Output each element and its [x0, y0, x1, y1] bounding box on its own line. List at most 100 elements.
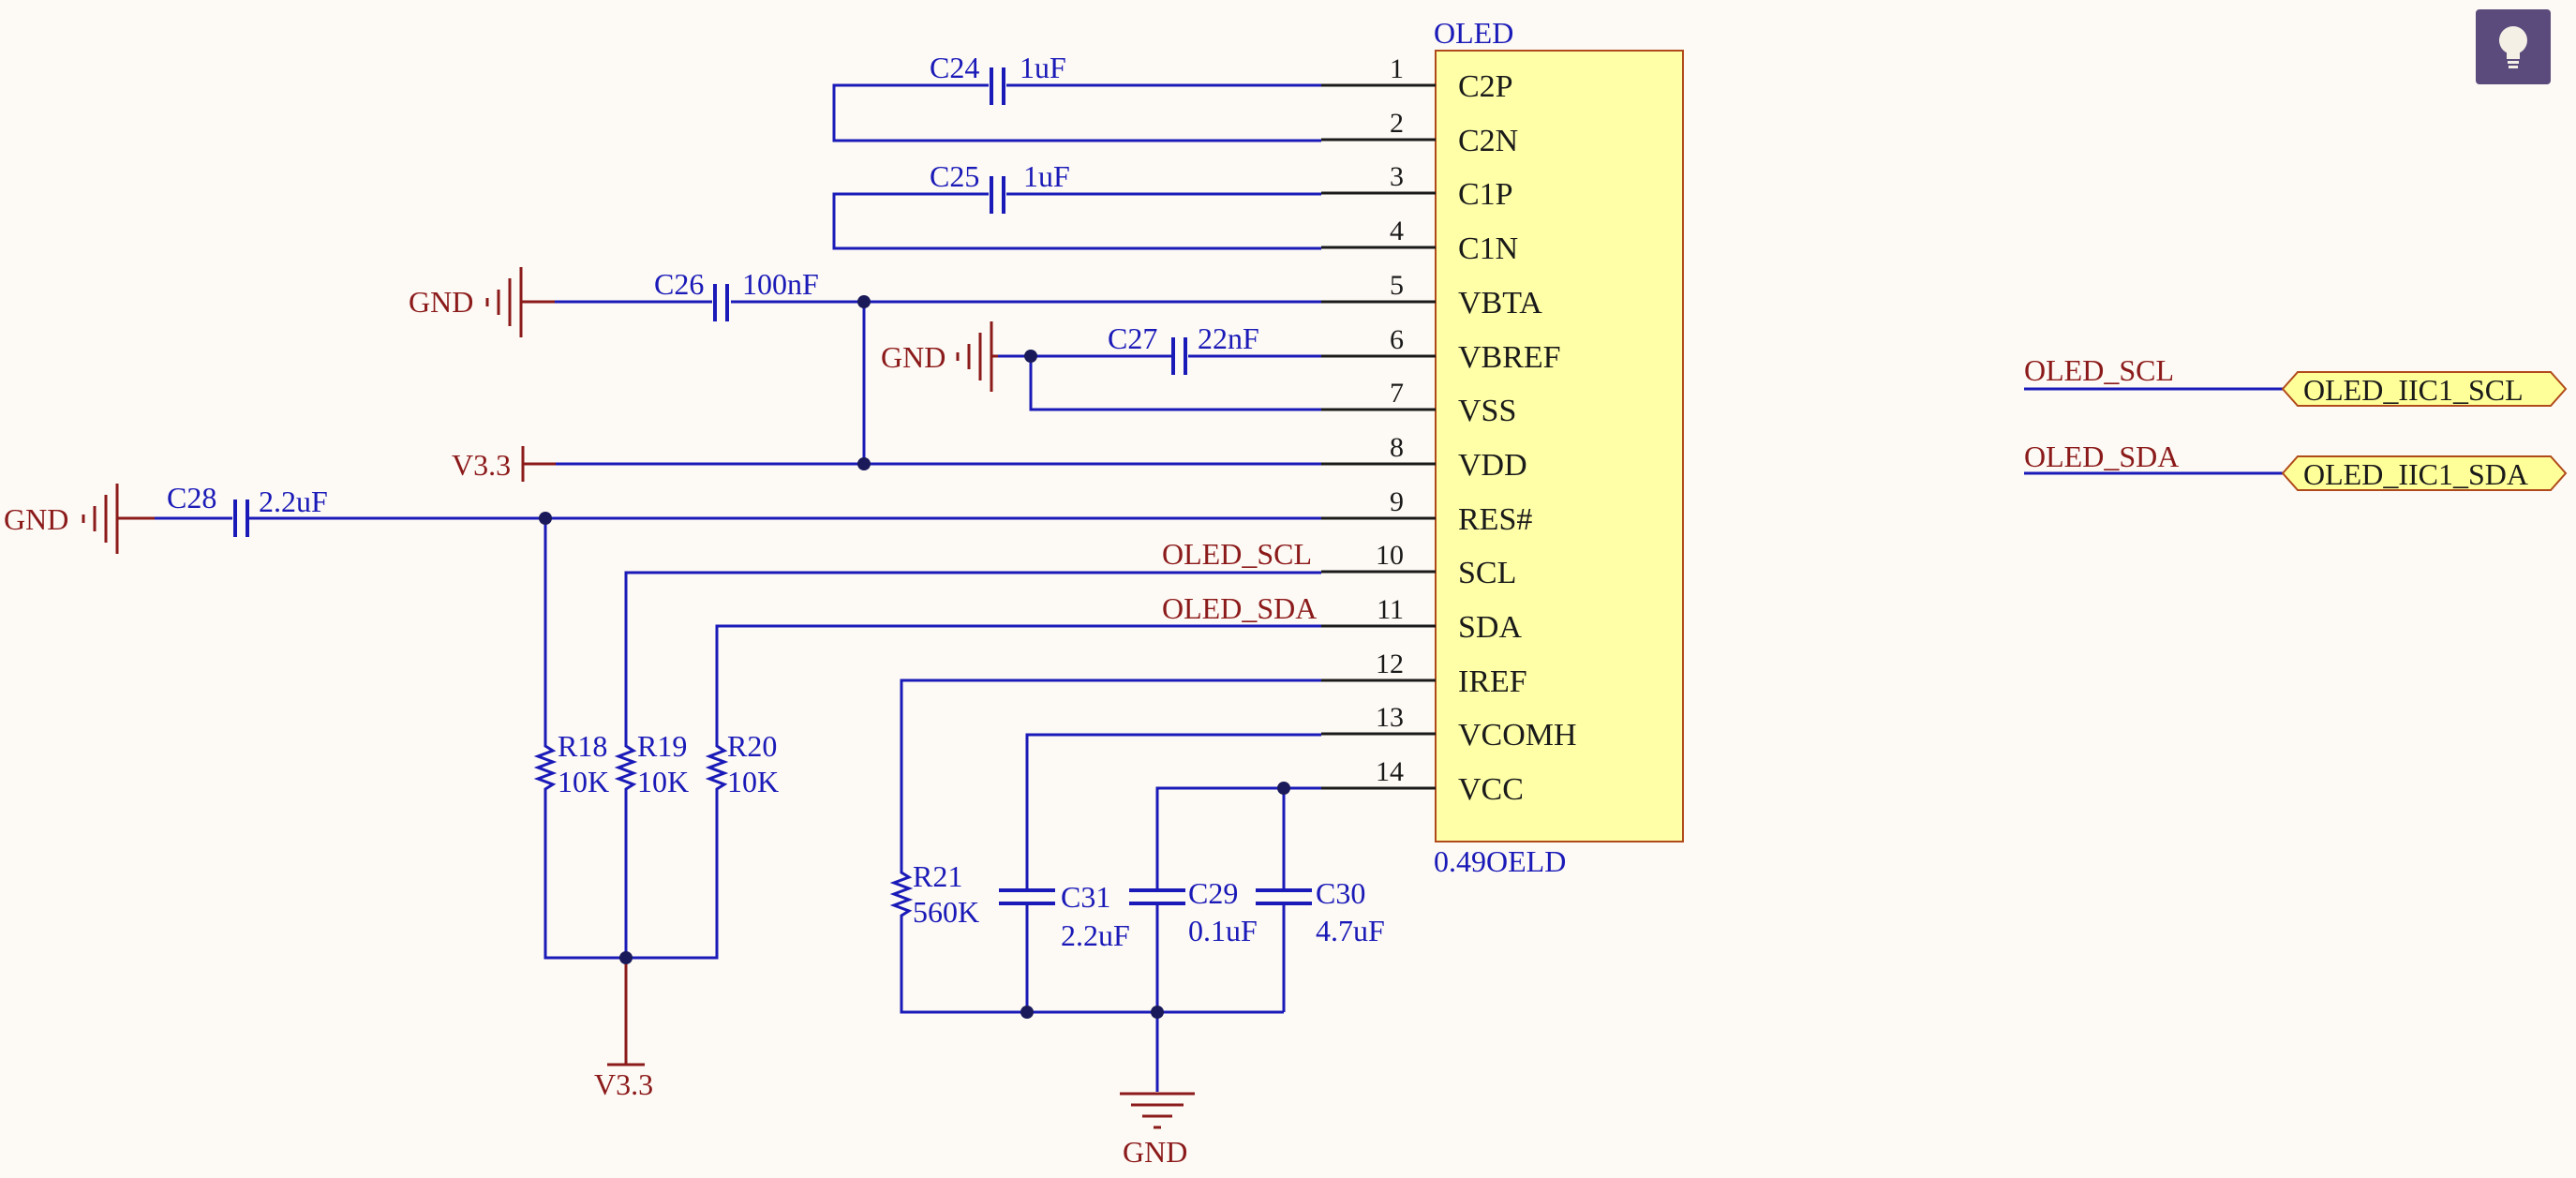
- wire-scl: [624, 571, 1321, 958]
- junction-dot: [857, 457, 871, 470]
- c26-value: 100nF: [742, 267, 819, 301]
- wire-vcomh: [1025, 733, 1321, 1012]
- net-labels: OLED_SCL OLED_SDA OLED_SCL OLED_SDA: [1162, 353, 2179, 625]
- c30-ref: C30: [1316, 876, 1365, 910]
- port-oled-iic1-sda[interactable]: OLED_IIC1_SDA: [2281, 455, 2568, 491]
- oled-pin-name: VSS: [1458, 394, 1516, 428]
- capacitor-c29[interactable]: [1129, 888, 1185, 905]
- oled-title: OLED: [1434, 16, 1513, 50]
- oled-pin-number: 10: [1376, 540, 1404, 571]
- oled-pin-name: SCL: [1458, 556, 1516, 590]
- c28-ref: C28: [167, 481, 216, 514]
- net-label-oled-sda: OLED_SDA: [1162, 591, 1317, 625]
- junction-dot: [539, 512, 552, 525]
- oled-pin-name: SDA: [1458, 610, 1522, 645]
- oled-pin-name: VCOMH: [1458, 718, 1577, 753]
- gnd-label-c28: GND: [4, 502, 68, 536]
- v33-label-bottom: V3.3: [594, 1067, 653, 1101]
- resistors: [533, 740, 914, 920]
- v33-symbol-vdd: [521, 446, 556, 482]
- wire-sda: [715, 624, 1321, 740]
- oled-pin-name: VCC: [1458, 772, 1524, 807]
- oled-pin-name: RES#: [1458, 502, 1532, 537]
- hint-button[interactable]: [2476, 9, 2551, 84]
- vertical-capacitors: [999, 888, 1312, 905]
- capacitor-c27[interactable]: [1171, 337, 1187, 375]
- c26-ref: C26: [654, 267, 704, 301]
- junction-dot: [619, 951, 633, 964]
- oled-pin-number: 3: [1390, 161, 1404, 192]
- r20-ref: R20: [727, 729, 777, 763]
- c28-value: 2.2uF: [259, 485, 328, 518]
- r20-value: 10K: [727, 765, 779, 798]
- c25-ref: C25: [930, 159, 979, 193]
- r19-value: 10K: [637, 765, 689, 798]
- resistor-r20[interactable]: [705, 740, 729, 795]
- c31-value: 2.2uF: [1061, 918, 1130, 952]
- oled-component[interactable]: OLED 0.49OELD 1C2P2C2N3C1P4C1N5VBTA6VBRE…: [1321, 16, 1684, 878]
- horizontal-capacitors: [233, 67, 1187, 537]
- capacitor-c31[interactable]: [999, 888, 1055, 905]
- capacitor-c24[interactable]: [990, 67, 1005, 105]
- capacitor-c28[interactable]: [233, 500, 249, 537]
- c27-value: 22nF: [1198, 321, 1259, 355]
- oled-pin-name: C1P: [1458, 177, 1513, 212]
- oled-part-number: 0.49OELD: [1434, 844, 1566, 878]
- port-oled-iic1-scl[interactable]: OLED_IIC1_SCL: [2281, 371, 2568, 407]
- oled-pin-number: 1: [1390, 53, 1404, 84]
- gnd-label-bottom: GND: [1123, 1135, 1187, 1169]
- oled-pin-number: 5: [1390, 270, 1404, 301]
- r21-value: 560K: [913, 895, 979, 929]
- oled-pin-number: 6: [1390, 324, 1404, 355]
- r18-value: 10K: [558, 765, 609, 798]
- gnd-symbol-c26: [485, 267, 555, 337]
- net-label-oled-scl-right: OLED_SCL: [2024, 353, 2174, 387]
- c24-value: 1uF: [1020, 51, 1066, 84]
- junction-dot: [857, 295, 871, 308]
- oled-pins: 1C2P2C2N3C1P4C1N5VBTA6VBREF7VSS8VDD9RES#…: [1321, 53, 1577, 807]
- junction-dot: [1024, 350, 1037, 363]
- oled-pin-number: 7: [1390, 378, 1404, 409]
- capacitor-labels: C24 1uF C25 1uF C26 100nF C27 22nF C28 2…: [167, 51, 1385, 952]
- gnd-symbol-c28: [82, 484, 155, 554]
- c30-value: 4.7uF: [1316, 914, 1385, 947]
- power-symbols: [82, 267, 1195, 1129]
- oled-pin-number: 12: [1376, 649, 1404, 679]
- wires: [155, 83, 2283, 1092]
- oled-pin-number: 4: [1390, 216, 1404, 246]
- gnd-label-c26: GND: [409, 285, 473, 319]
- capacitor-c30[interactable]: [1256, 888, 1312, 905]
- power-labels: GND GND GND V3.3 V3.3 GND: [4, 285, 1187, 1169]
- wire-vss: [1029, 356, 1321, 411]
- net-label-oled-sda-right: OLED_SDA: [2024, 440, 2179, 473]
- gnd-label-c27: GND: [881, 340, 946, 374]
- port-sda-label: OLED_IIC1_SDA: [2303, 457, 2528, 491]
- gnd-symbol-bottom: [1120, 1092, 1195, 1129]
- oled-pin-name: VBTA: [1458, 286, 1542, 321]
- junctions: [539, 295, 1290, 1019]
- port-scl-label: OLED_IIC1_SCL: [2303, 373, 2524, 407]
- c24-ref: C24: [930, 51, 979, 84]
- resistor-r21[interactable]: [889, 867, 914, 920]
- oled-pin-number: 8: [1390, 432, 1404, 463]
- wire-iref: [900, 678, 1321, 1014]
- junction-dot: [1151, 1006, 1164, 1019]
- oled-pin-number: 9: [1390, 486, 1404, 517]
- oled-pin-name: IREF: [1458, 664, 1527, 699]
- oled-pin-number: 2: [1390, 108, 1404, 139]
- wire-c24-loop: [832, 83, 1321, 142]
- oled-pin-name: C1N: [1458, 231, 1518, 266]
- oled-pin-name: C2N: [1458, 124, 1518, 158]
- c29-value: 0.1uF: [1188, 914, 1258, 947]
- capacitor-c25[interactable]: [990, 176, 1005, 214]
- resistor-labels: R18 10K R19 10K R20 10K R21 560K: [558, 729, 979, 929]
- resistor-r18[interactable]: [533, 740, 558, 795]
- junction-dot: [1020, 1006, 1034, 1019]
- resistor-r19[interactable]: [614, 740, 638, 795]
- net-label-oled-scl: OLED_SCL: [1162, 537, 1312, 571]
- gnd-symbol-c27: [956, 321, 998, 392]
- oled-body: [1435, 50, 1684, 842]
- capacitor-c26[interactable]: [713, 284, 729, 321]
